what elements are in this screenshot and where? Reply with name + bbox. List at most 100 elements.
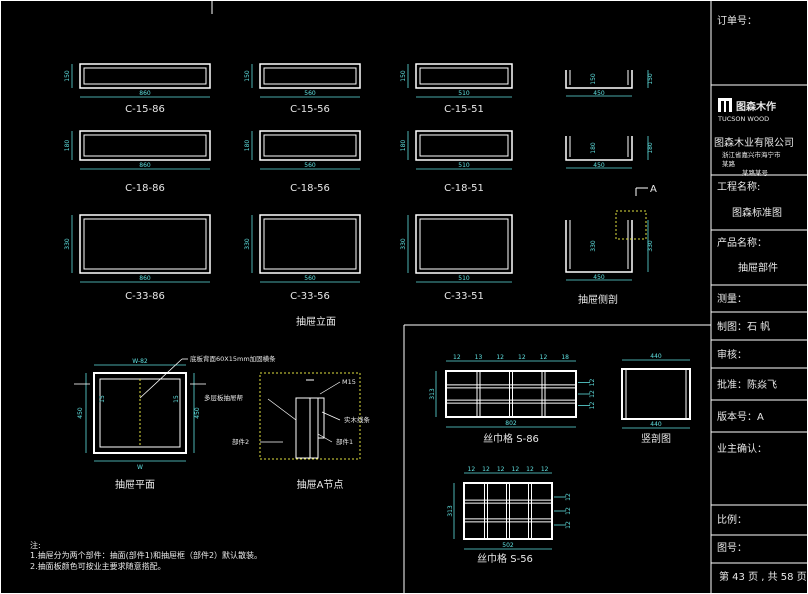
- plan-callout: 底板背面60X15mm加固横条: [190, 354, 276, 363]
- grid1-title: 丝巾格 S-86: [483, 432, 539, 445]
- tb-project-value: 图森标准图: [732, 206, 782, 219]
- grid2-top-dim-1: 12: [482, 466, 490, 473]
- plan-top-dim: W-82: [132, 358, 148, 365]
- panel-inner-c-33-86: [83, 218, 207, 270]
- panel-inner-c-15-51: [419, 67, 509, 85]
- tb-address-3: 某路某号: [742, 168, 769, 177]
- tb-drawing-no: 图号：: [717, 542, 747, 554]
- title-block: [711, 84, 808, 564]
- tb-drafter: 制图：石 帆: [717, 320, 770, 333]
- side-height-inner-2: 330: [590, 240, 597, 252]
- section-title: 竖剖图: [641, 432, 671, 445]
- panel-width-c-18-56: 560: [304, 162, 316, 169]
- tb-owner: 业主确认：: [717, 442, 767, 455]
- grid2-top-dim-2: 12: [497, 466, 505, 473]
- panel-height-c-18-86: 180: [64, 140, 71, 152]
- panel-width-c-33-86: 860: [139, 275, 151, 282]
- drawer-plan: [74, 358, 206, 462]
- panel-inner-c-33-56: [263, 218, 357, 270]
- side-width-1: 450: [593, 162, 605, 169]
- panel-c-15-86: [79, 63, 211, 89]
- panel-width-c-18-86: 860: [139, 162, 151, 169]
- grid1-height-dim: 313: [429, 388, 436, 400]
- plan-bottom-dim: W: [137, 464, 143, 471]
- grid1-top-dim-5: 18: [561, 354, 569, 361]
- plan-right-dim: 450: [194, 407, 201, 419]
- panel-c-15-56: [259, 63, 361, 89]
- tb-order-no: 订单号：: [717, 15, 757, 27]
- grid2-top-dim-0: 12: [468, 466, 476, 473]
- grid1-top-dim-0: 12: [453, 354, 461, 361]
- plan-left-dim: 450: [77, 407, 84, 419]
- panel-label-c-33-56: C-33-56: [290, 291, 330, 302]
- drawer-elevations: 860150C-15-86560150C-15-56510150C-15-518…: [64, 63, 513, 302]
- side-section-0: [565, 70, 633, 89]
- tb-review: 审核：: [717, 348, 747, 361]
- grid1-top-dim-1: 13: [475, 354, 483, 361]
- grid2-width-dim: 502: [502, 542, 514, 549]
- side-height-1: 180: [647, 142, 654, 154]
- grid2-outer: [463, 482, 553, 540]
- side-section-1: [565, 136, 633, 161]
- section-bottom-dim: 440: [650, 421, 662, 428]
- grid2-top-dim-4: 12: [526, 466, 534, 473]
- node-title: 抽屉A节点: [297, 478, 344, 491]
- grid1-top-dim-3: 12: [518, 354, 526, 361]
- panel-inner-c-15-86: [83, 67, 207, 85]
- grid1-right-dim-1: 12: [589, 390, 596, 398]
- grid2-height-dim: 313: [447, 505, 454, 517]
- grid1-width-dim: 802: [505, 420, 517, 427]
- panel-inner-c-18-56: [263, 134, 357, 157]
- tb-page: 第 43 页 , 共 58 页: [719, 570, 807, 583]
- side-width-0: 450: [593, 90, 605, 97]
- plan-title: 抽屉平面: [115, 478, 155, 491]
- panel-c-15-51: [415, 63, 513, 89]
- vertical-section: [621, 359, 691, 429]
- panel-inner-c-18-51: [419, 134, 509, 157]
- tb-logo-cn: 图森木作: [736, 100, 776, 113]
- section-top-dim: 440: [650, 353, 662, 360]
- panel-width-c-33-56: 560: [304, 275, 316, 282]
- panel-label-c-15-51: C-15-51: [444, 104, 484, 115]
- panel-c-33-51: [415, 214, 513, 274]
- side-section-title: 抽屉侧剖: [578, 293, 618, 306]
- panel-c-18-86: [79, 130, 211, 161]
- note-heading: 注:: [30, 540, 41, 550]
- side-width-2: 450: [593, 274, 605, 281]
- tb-address-1: 浙江省嘉兴市海宁市: [722, 150, 781, 159]
- panel-inner-c-15-56: [263, 67, 357, 85]
- side-height-inner-1: 180: [590, 142, 597, 154]
- side-section-2: [565, 220, 633, 273]
- panel-height-c-18-51: 180: [400, 140, 407, 152]
- section-marker-label: A: [650, 184, 657, 195]
- note-line-2: 2.抽面板颜色可按业主要求随意搭配。: [30, 561, 166, 571]
- note-line-1: 1.抽屉分为两个部件：抽面(部件1)和抽屉框（部件2）默认散装。: [30, 550, 262, 560]
- side-height-inner-0: 150: [590, 73, 597, 85]
- panel-inner-c-18-86: [83, 134, 207, 157]
- panel-label-c-33-86: C-33-86: [125, 291, 165, 302]
- tb-approve: 批准：陈焱飞: [717, 378, 777, 391]
- grid1-right-dim-2: 12: [589, 402, 596, 410]
- panel-width-c-18-51: 510: [458, 162, 470, 169]
- grid2-right-dim-1: 12: [565, 507, 572, 515]
- plan-side-right: 15: [173, 395, 180, 403]
- plan-side-left: 15: [99, 395, 106, 403]
- panel-height-c-33-86: 330: [64, 238, 71, 250]
- panel-c-18-56: [259, 130, 361, 161]
- node-label-a: 多层板抽屉帮: [204, 393, 244, 402]
- tb-logo-en: TUCSON WOOD: [717, 115, 769, 123]
- panel-inner-c-33-51: [419, 218, 509, 270]
- panel-label-c-33-51: C-33-51: [444, 291, 484, 302]
- grid2-top-dim-3: 12: [512, 466, 520, 473]
- node-label-e: M15: [342, 378, 356, 386]
- panel-width-c-15-56: 560: [304, 90, 316, 97]
- elevation-title: 抽屉立面: [296, 315, 336, 328]
- tb-project-label: 工程名称:: [717, 180, 760, 193]
- tb-product-label: 产品名称：: [717, 236, 767, 249]
- panel-label-c-18-56: C-18-56: [290, 183, 330, 194]
- node-label-c: 部件1: [336, 437, 353, 446]
- grid1-top-dim-2: 12: [496, 354, 504, 361]
- panel-c-18-51: [415, 130, 513, 161]
